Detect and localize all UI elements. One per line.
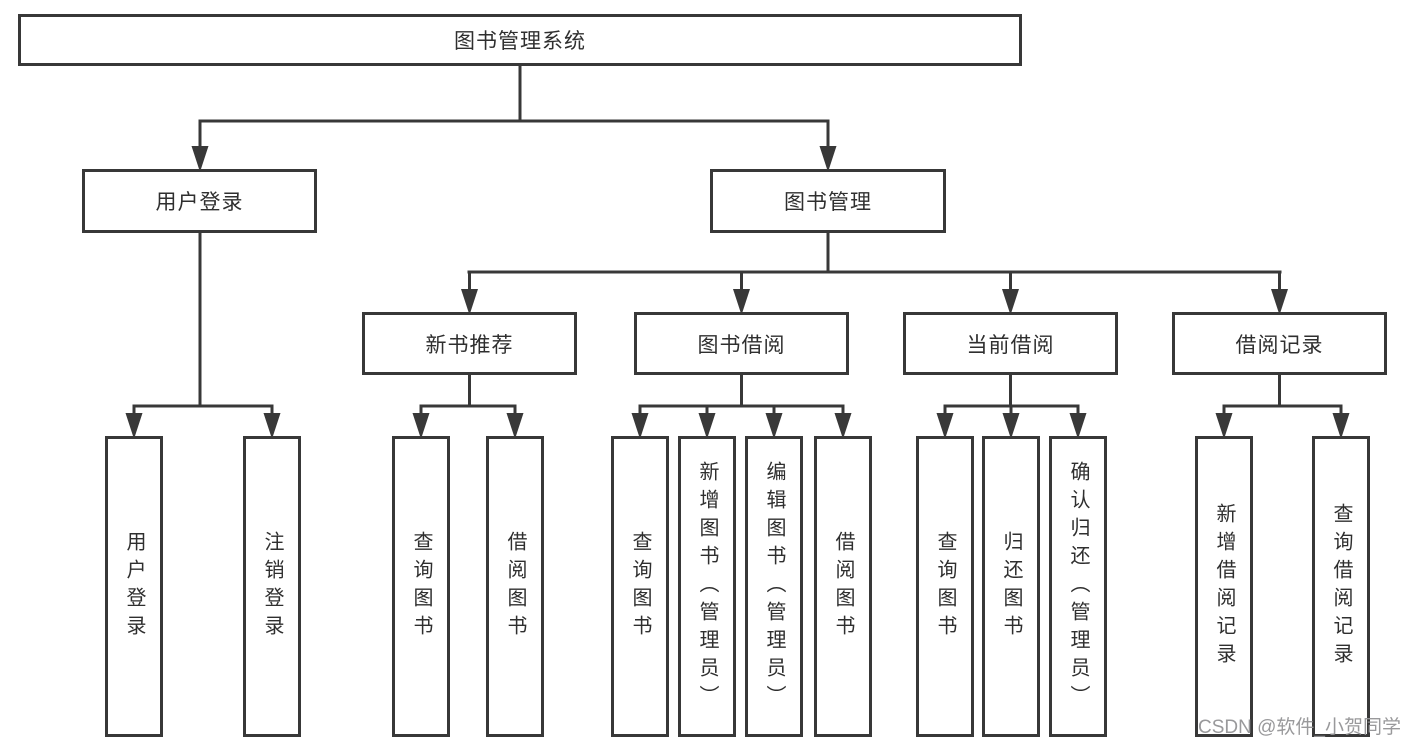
- leaf-label: 查询图书: [629, 530, 651, 643]
- node-library-management-system: 图书管理系统: [18, 14, 1022, 66]
- leaf-label: 查询图书: [410, 530, 432, 643]
- leaf-confirm-return-admin: 确认归还（管理员）: [1049, 436, 1107, 737]
- leaf-query-books-borrowing: 查询图书: [611, 436, 669, 737]
- leaf-borrow-books-recommend: 借阅图书: [486, 436, 544, 737]
- leaf-label: 归还图书: [1000, 530, 1022, 643]
- leaf-user-login: 用户登录: [105, 436, 163, 737]
- leaf-return-books: 归还图书: [982, 436, 1040, 737]
- csdn-watermark: CSDN @软件_小贺同学: [1198, 717, 1401, 738]
- leaf-label: 新增借阅记录: [1213, 502, 1235, 671]
- node-new-book-recommendation: 新书推荐: [362, 312, 577, 375]
- leaf-label: 借阅图书: [504, 530, 526, 643]
- leaf-query-borrow-record: 查询借阅记录: [1312, 436, 1370, 737]
- node-book-management: 图书管理: [710, 169, 946, 233]
- node-user-login: 用户登录: [82, 169, 317, 233]
- leaf-logout: 注销登录: [243, 436, 301, 737]
- leaf-add-borrow-record: 新增借阅记录: [1195, 436, 1253, 737]
- node-borrowing-records: 借阅记录: [1172, 312, 1387, 375]
- node-book-borrowing: 图书借阅: [634, 312, 849, 375]
- leaf-add-books-admin: 新增图书（管理员）: [678, 436, 736, 737]
- leaf-label: 确认归还（管理员）: [1067, 460, 1089, 713]
- leaf-label: 用户登录: [123, 530, 145, 643]
- leaf-label: 新增图书（管理员）: [696, 460, 718, 713]
- leaf-borrow-books: 借阅图书: [814, 436, 872, 737]
- leaf-edit-books-admin: 编辑图书（管理员）: [745, 436, 803, 737]
- leaf-query-books-recommend: 查询图书: [392, 436, 450, 737]
- leaf-label: 注销登录: [261, 530, 283, 643]
- leaf-label: 查询图书: [934, 530, 956, 643]
- leaf-label: 编辑图书（管理员）: [763, 460, 785, 713]
- node-current-borrowing: 当前借阅: [903, 312, 1118, 375]
- leaf-label: 借阅图书: [832, 530, 854, 643]
- leaf-query-books-current: 查询图书: [916, 436, 974, 737]
- leaf-label: 查询借阅记录: [1330, 502, 1352, 671]
